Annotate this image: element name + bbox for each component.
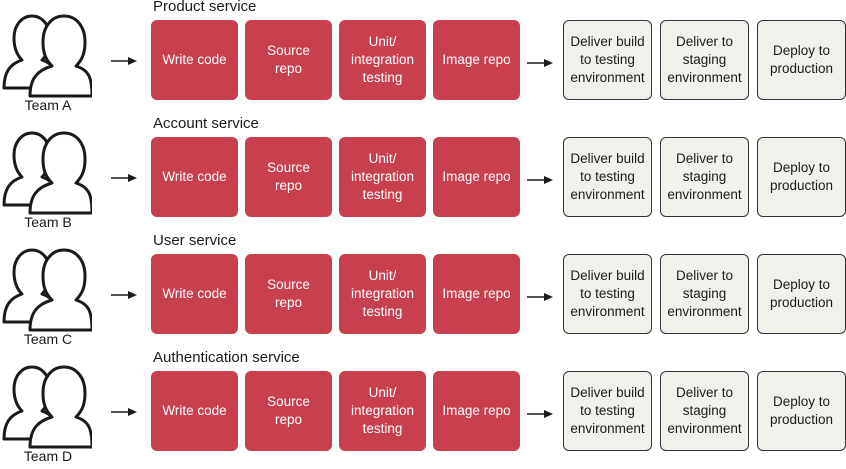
pipeline-stage-box: Source repo — [245, 371, 332, 451]
flow-arrow — [527, 56, 553, 68]
pipeline-stage-label: Image repo — [442, 169, 511, 184]
team-label: Team D — [23, 448, 73, 464]
flow-arrow — [111, 288, 137, 300]
pipeline-stage-box: Source repo — [245, 137, 332, 217]
team-people-icon — [0, 117, 94, 217]
service-row: Team D Authentication service Write code S… — [0, 349, 846, 468]
environment-label: Deliver build to testing environment — [570, 34, 645, 85]
service-title: Authentication service — [153, 349, 300, 366]
pipeline-stage-label: Image repo — [442, 286, 511, 301]
pipeline-stage-label: Source repo — [267, 160, 310, 193]
pipeline-stage-label: Source repo — [267, 277, 310, 310]
flow-arrow — [527, 173, 553, 185]
flow-arrow — [111, 171, 137, 183]
pipeline-stage-label: Source repo — [267, 43, 310, 76]
team-label: Team C — [23, 331, 73, 347]
pipeline-stage-box: Image repo — [433, 137, 520, 217]
service-title: Account service — [153, 115, 259, 132]
pipeline-stage-label: Write code — [162, 169, 227, 184]
environment-box: Deliver build to testing environment — [563, 254, 652, 334]
environment-label: Deploy to production — [769, 160, 834, 193]
environment-box: Deliver to staging environment — [660, 20, 749, 100]
environment-box: Deploy to production — [757, 137, 846, 217]
service-title: Product service — [153, 0, 257, 15]
flow-arrow — [527, 407, 553, 419]
team-people-icon — [0, 234, 94, 334]
pipeline-stage-box: Image repo — [433, 254, 520, 334]
pipeline-stage-label: Unit/ integration testing — [350, 151, 415, 202]
environment-label: Deploy to production — [769, 43, 834, 76]
service-row: Team B Account service Write code Source r… — [0, 115, 846, 234]
pipeline-stage-label: Unit/ integration testing — [350, 268, 415, 319]
pipeline-stage-box: Unit/ integration testing — [339, 371, 426, 451]
pipeline-stage-label: Unit/ integration testing — [350, 385, 415, 436]
environment-box: Deploy to production — [757, 20, 846, 100]
pipeline-stage-label: Image repo — [442, 403, 511, 418]
pipeline-stage-box: Unit/ integration testing — [339, 254, 426, 334]
team-label: Team B — [24, 214, 72, 230]
service-row: Team C User service Write code Source repo… — [0, 232, 846, 351]
environment-box: Deliver build to testing environment — [563, 137, 652, 217]
environment-box: Deploy to production — [757, 371, 846, 451]
flow-arrow — [527, 290, 553, 302]
pipeline-stage-box: Image repo — [433, 371, 520, 451]
team-people-icon — [0, 0, 94, 100]
team-people-icon — [0, 351, 94, 451]
environment-box: Deliver build to testing environment — [563, 371, 652, 451]
environment-box: Deploy to production — [757, 254, 846, 334]
pipeline-stage-box: Write code — [151, 137, 238, 217]
environment-label: Deliver to staging environment — [667, 385, 742, 436]
environment-box: Deliver build to testing environment — [563, 20, 652, 100]
pipeline-stage-box: Image repo — [433, 20, 520, 100]
pipeline-stage-label: Image repo — [442, 52, 511, 67]
environment-box: Deliver to staging environment — [660, 137, 749, 217]
environment-box: Deliver to staging environment — [660, 371, 749, 451]
pipeline-stage-label: Source repo — [267, 394, 310, 427]
environment-label: Deliver build to testing environment — [570, 268, 645, 319]
pipeline-stage-box: Unit/ integration testing — [339, 137, 426, 217]
pipeline-stage-box: Unit/ integration testing — [339, 20, 426, 100]
pipeline-stage-box: Source repo — [245, 254, 332, 334]
flow-arrow — [111, 54, 137, 66]
team-label: Team A — [24, 97, 72, 113]
environment-label: Deploy to production — [769, 394, 834, 427]
flow-arrow — [111, 405, 137, 417]
service-row: Team A Product service Write code Source r… — [0, 0, 846, 117]
environment-label: Deliver to staging environment — [667, 34, 742, 85]
environment-label: Deliver build to testing environment — [570, 385, 645, 436]
pipeline-stage-label: Write code — [162, 286, 227, 301]
environment-label: Deliver to staging environment — [667, 268, 742, 319]
environment-box: Deliver to staging environment — [660, 254, 749, 334]
pipeline-stage-label: Write code — [162, 403, 227, 418]
pipeline-stage-box: Source repo — [245, 20, 332, 100]
environment-label: Deploy to production — [769, 277, 834, 310]
pipeline-stage-label: Unit/ integration testing — [350, 34, 415, 85]
pipeline-stage-box: Write code — [151, 371, 238, 451]
pipeline-stage-box: Write code — [151, 20, 238, 100]
environment-label: Deliver build to testing environment — [570, 151, 645, 202]
pipeline-stage-box: Write code — [151, 254, 238, 334]
service-title: User service — [153, 232, 237, 249]
environment-label: Deliver to staging environment — [667, 151, 742, 202]
pipeline-stage-label: Write code — [162, 52, 227, 67]
